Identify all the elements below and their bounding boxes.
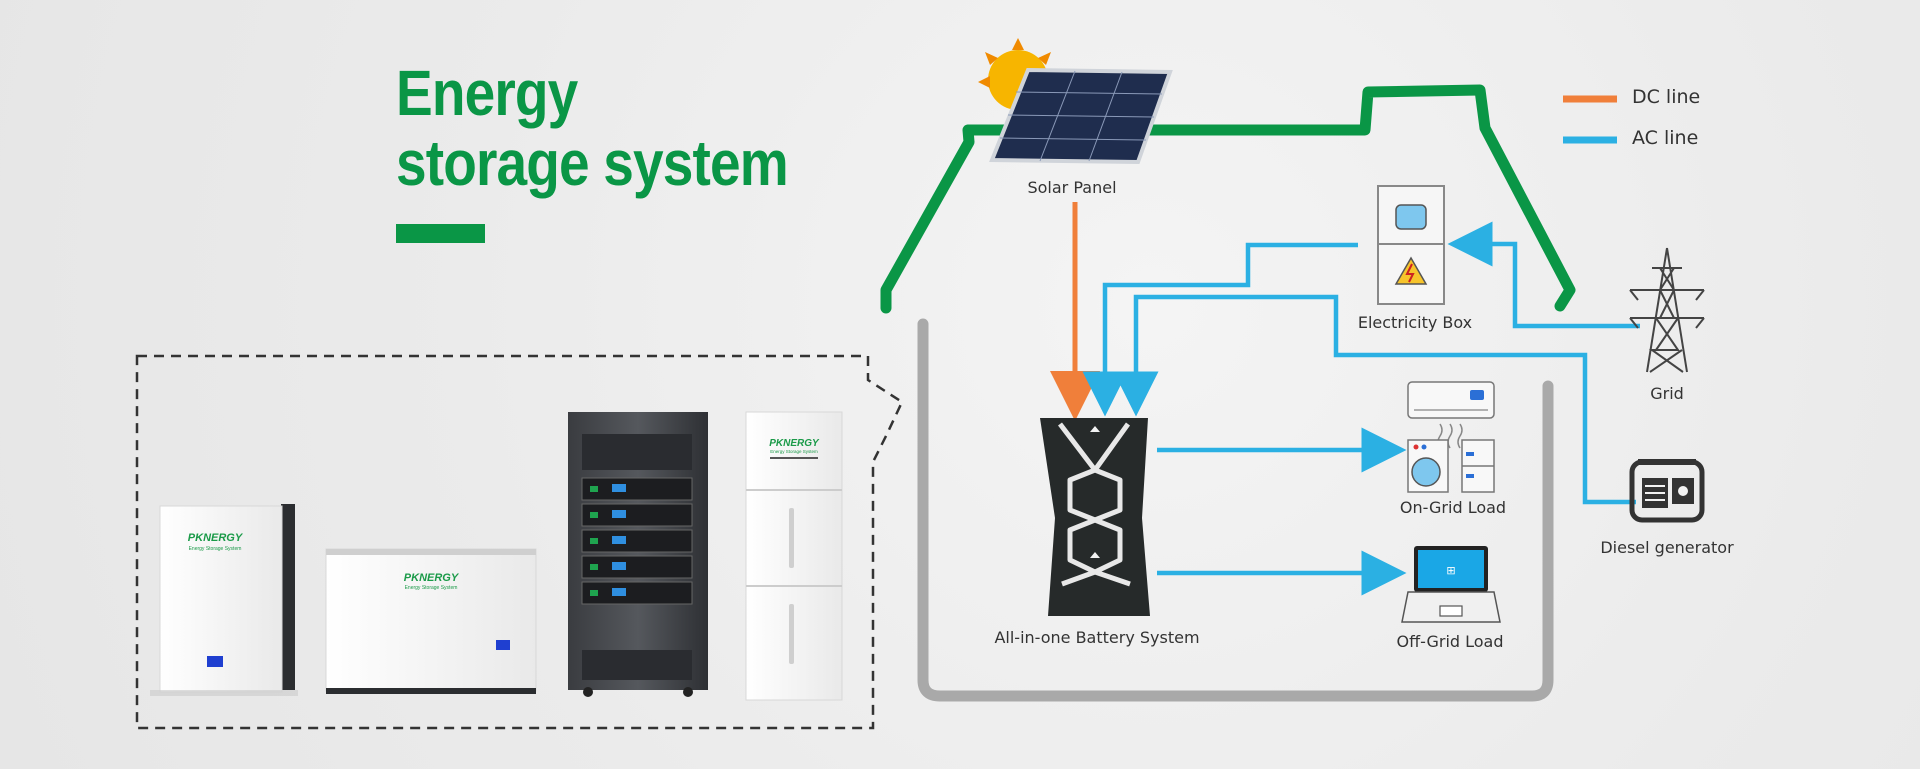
battery-system-label: All-in-one Battery System <box>994 628 1200 647</box>
on-grid-load-label: On-Grid Load <box>1399 498 1507 517</box>
page-title: Energy storage system <box>396 57 789 199</box>
product-4-tagline: Energy Storage System <box>770 449 818 454</box>
battery-system-icon <box>1040 418 1150 616</box>
electricity-box-icon <box>1377 185 1445 305</box>
ac-line-grid-to-battery <box>1447 221 1640 329</box>
title-line-2: storage system <box>396 127 789 199</box>
diesel-generator-icon <box>1629 459 1705 523</box>
product-horizontal-battery: PKNERGY Energy Storage System <box>325 548 537 694</box>
washing-machine-icon <box>1407 439 1449 493</box>
legend-ac-label: AC line <box>1632 127 1699 149</box>
house-roof-line <box>880 84 1576 314</box>
svg-text:⊞: ⊞ <box>1446 564 1455 577</box>
product-4-brand: PKNERGY <box>769 438 820 449</box>
product-rack-cabinet <box>568 412 708 697</box>
diesel-generator-label: Diesel generator <box>1600 538 1734 557</box>
product-1-brand: PKNERGY <box>188 532 244 544</box>
electricity-box-label: Electricity Box <box>1357 313 1473 332</box>
ac-line-generator-to-battery <box>1113 294 1636 505</box>
laptop-icon: ⊞ <box>1401 546 1501 623</box>
title-underline <box>396 224 485 243</box>
ac-line-box-to-battery <box>1082 242 1358 417</box>
product-group-outline <box>135 354 904 730</box>
product-2-brand: PKNERGY <box>404 572 460 584</box>
refrigerator-icon <box>1461 439 1495 493</box>
grid-tower-icon <box>1629 247 1705 373</box>
title-line-1: Energy <box>396 57 578 129</box>
rack-modules <box>581 477 693 605</box>
product-stacked-tower: PKNERGY Energy Storage System <box>745 411 843 701</box>
product-1-tagline: Energy Storage System <box>189 546 242 552</box>
air-conditioner-icon <box>1407 381 1495 419</box>
grid-label: Grid <box>1650 384 1684 403</box>
solar-panel-icon <box>989 67 1173 165</box>
house-walls <box>917 318 1554 702</box>
off-grid-load-label: Off-Grid Load <box>1396 632 1504 651</box>
legend-dc-label: DC line <box>1632 86 1701 108</box>
product-2-tagline: Energy Storage System <box>405 585 458 591</box>
solar-panel-label: Solar Panel <box>1027 178 1117 197</box>
product-wall-battery: PKNERGY Energy Storage System <box>150 504 298 696</box>
